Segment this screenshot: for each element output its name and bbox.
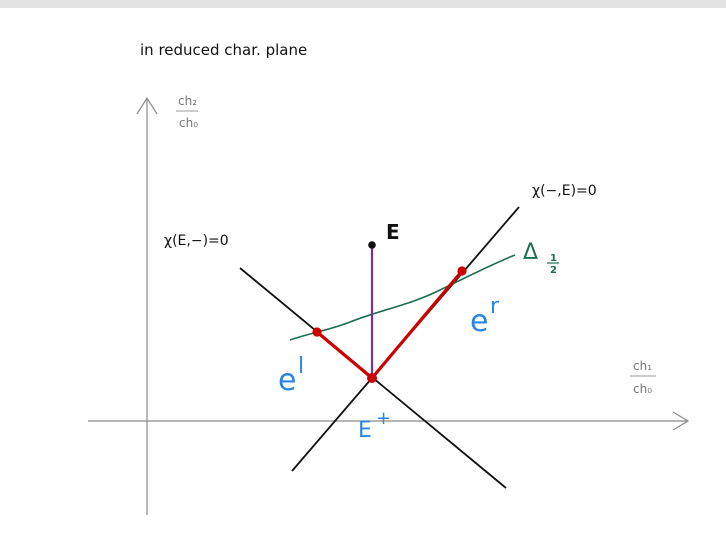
chi-right-label: χ(−,E)=0 — [532, 183, 597, 199]
delta-label: Δ — [523, 240, 538, 265]
y-axis-label-numerator: ch₂ — [178, 94, 197, 108]
note-text: in reduced char. plane — [140, 41, 307, 59]
y-axis-label-denominator: ch₀ — [179, 116, 198, 130]
label-E-plus-sup: + — [376, 408, 391, 429]
label-e-l: e — [278, 363, 296, 398]
label-E: E — [386, 220, 400, 244]
point-e-l — [312, 327, 321, 336]
point-E — [368, 241, 376, 249]
delta-sub-num: 1 — [550, 253, 557, 264]
point-E-plus — [367, 373, 377, 383]
chi-left-label: χ(E,−)=0 — [164, 233, 229, 249]
label-e-r-sup: r — [490, 294, 500, 319]
x-axis-label-numerator: ch₁ — [633, 359, 652, 373]
label-e-r: e — [470, 304, 488, 339]
delta-sub-den: 2 — [550, 265, 557, 276]
point-e-r — [457, 266, 466, 275]
x-axis-label-denominator: ch₀ — [633, 382, 652, 396]
red-path — [317, 271, 462, 378]
label-e-l-sup: l — [298, 354, 304, 379]
label-E-plus: E — [358, 418, 372, 443]
